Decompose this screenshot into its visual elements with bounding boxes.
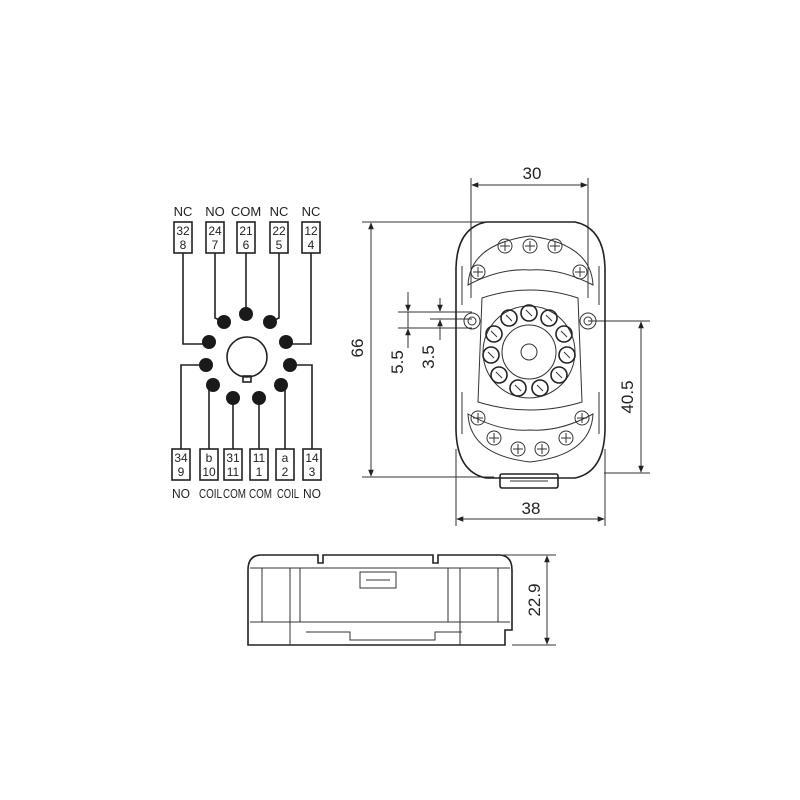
bottom-terminal-2-lower: 10 [202, 465, 216, 479]
bottom-terminal-5-lower: 2 [282, 465, 289, 479]
mounting-holes [463, 312, 597, 330]
socket-side-view: 22.9 [247, 554, 556, 646]
top-label-1: NC [174, 204, 193, 219]
bottom-label-5: COIL [277, 486, 299, 501]
top-label-5: NC [302, 204, 321, 219]
socket-key [242, 375, 252, 383]
bottom-label-3: COM [223, 486, 246, 501]
bottom-label-4: COM [249, 486, 272, 501]
top-terminal-2-lower: 7 [212, 238, 219, 252]
dim-top-width: 30 [523, 164, 542, 183]
top-terminal-3-upper: 21 [239, 224, 253, 238]
bottom-terminal-6-lower: 3 [309, 465, 316, 479]
dim-bottom-width: 38 [522, 499, 541, 518]
wiring-diagram: NC NO COM NC NC 32 8 24 7 21 6 22 5 12 4 [171, 204, 322, 501]
bottom-terminal-1-upper: 34 [174, 451, 188, 465]
bottom-terminal-2-upper: b [206, 451, 213, 465]
top-terminal-1-lower: 8 [180, 238, 187, 252]
top-label-3: COM [231, 204, 261, 219]
dim-side-height: 22.9 [525, 583, 544, 616]
bottom-label-6: NO [303, 486, 321, 501]
screws-bottom [470, 410, 590, 457]
bottom-terminal-3-lower: 11 [227, 465, 240, 479]
top-terminal-5-lower: 4 [308, 238, 315, 252]
bottom-label-1: NO [172, 486, 190, 501]
dim-hole-spacing: 40.5 [618, 380, 637, 413]
bottom-terminal-3-upper: 31 [226, 451, 240, 465]
bottom-terminal-1-lower: 9 [178, 465, 185, 479]
dim-5-5: 5.5 [388, 350, 407, 374]
socket-body-outline [455, 221, 606, 479]
top-label-4: NC [270, 204, 289, 219]
pin-socket-ring [482, 304, 576, 399]
dim-3-5: 3.5 [419, 345, 438, 369]
bottom-terminal-5-upper: a [282, 451, 289, 465]
socket-top-view: 30 66 40.5 38 5.5 3.5 [348, 164, 650, 526]
top-terminal-5-upper: 12 [304, 224, 318, 238]
top-terminal-4-lower: 5 [276, 238, 283, 252]
socket-center-circle [226, 336, 268, 378]
din-clip [499, 473, 559, 489]
top-label-2: NO [205, 204, 225, 219]
pin-dots [199, 307, 297, 405]
wires [180, 253, 313, 449]
top-terminal-3-lower: 6 [243, 238, 250, 252]
bottom-terminal-4-lower: 1 [256, 465, 263, 479]
top-terminal-1-upper: 32 [176, 224, 190, 238]
bottom-terminals [171, 448, 322, 481]
top-terminal-4-upper: 22 [272, 224, 286, 238]
bottom-label-2: COIL [199, 486, 222, 501]
bottom-terminal-4-upper: 11 [253, 451, 266, 465]
bottom-terminal-6-upper: 14 [305, 451, 319, 465]
dim-height: 66 [348, 339, 367, 358]
screws-top [470, 238, 588, 280]
top-terminal-2-upper: 24 [208, 224, 222, 238]
